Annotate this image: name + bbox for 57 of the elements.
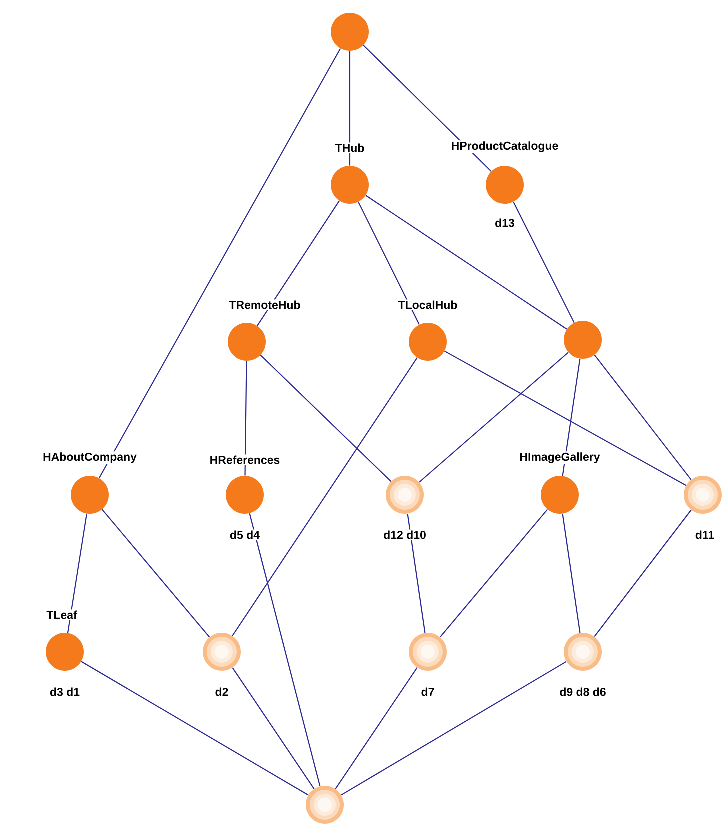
connector-line — [260, 354, 392, 482]
concept-circle — [564, 321, 602, 359]
concept-circle — [409, 633, 447, 671]
connector-line — [98, 48, 342, 479]
node-label: HReferences — [208, 454, 282, 466]
node-label: d9 d8 d6 — [558, 686, 608, 698]
node-label: d2 — [214, 686, 230, 698]
node-label: TLocalHub — [397, 300, 459, 310]
connector-line — [244, 361, 248, 476]
node-label: d5 d4 — [228, 530, 262, 540]
connector-line — [232, 668, 315, 790]
node-label: TRemoteHub — [228, 300, 302, 310]
concept-circle — [564, 633, 602, 671]
node-label: HAboutCompany — [42, 452, 138, 464]
concept-circle — [409, 323, 447, 361]
node-label: d12 d10 — [382, 530, 428, 540]
concept-circle — [71, 476, 109, 514]
connector-line — [257, 200, 340, 326]
connector-line — [358, 202, 420, 326]
connector-line — [335, 668, 418, 790]
connector-line — [366, 195, 568, 330]
concept-circle — [386, 476, 424, 514]
concept-circle — [228, 323, 266, 361]
connector-line — [562, 514, 581, 634]
node-label: HProductCatalogue — [450, 140, 560, 154]
node-label: d13 — [494, 218, 516, 228]
concept-circle — [306, 786, 344, 824]
node-label: d11 — [694, 530, 716, 540]
connector-line — [562, 358, 581, 476]
connector-line — [349, 51, 351, 166]
concept-circle — [541, 476, 579, 514]
concept-circle — [203, 633, 241, 671]
connector-line — [363, 45, 492, 172]
concept-circle — [226, 476, 264, 514]
connector-line — [444, 350, 686, 486]
connector-line — [102, 509, 210, 638]
connector-line — [249, 513, 321, 787]
connector-line — [407, 514, 426, 634]
concept-circle — [331, 13, 369, 51]
concept-circle — [486, 166, 524, 204]
connector-line — [67, 514, 88, 634]
connector-line — [419, 352, 569, 483]
connector-line — [81, 661, 309, 796]
connector-line — [440, 509, 548, 638]
connector-line — [232, 358, 418, 636]
node-label: TLeaf — [46, 610, 78, 620]
connector-line — [594, 510, 692, 638]
connector-line — [341, 661, 567, 796]
node-label: THub — [334, 142, 366, 154]
connector-line — [513, 202, 575, 324]
node-label: d7 — [420, 686, 436, 698]
connector-line — [594, 354, 692, 480]
concept-circle — [46, 633, 84, 671]
concept-circle — [684, 476, 722, 514]
node-label: HImageGallery — [518, 452, 602, 464]
concept-circle — [331, 166, 369, 204]
node-label: d3 d1 — [48, 686, 82, 698]
